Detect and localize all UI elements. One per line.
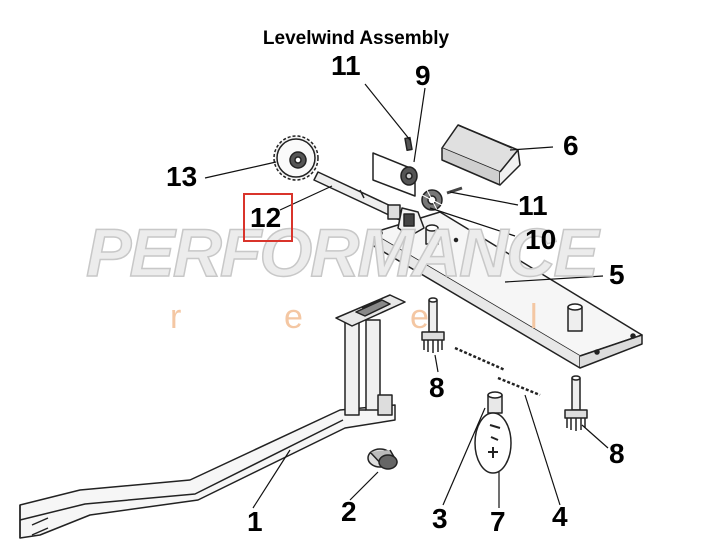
part-cam-block	[372, 136, 439, 245]
callout-6: 6	[563, 130, 579, 161]
part-cover	[441, 124, 521, 186]
callout-12: 12	[250, 202, 282, 233]
part-chains	[454, 346, 541, 397]
part-gear	[421, 189, 443, 211]
part-post-right	[564, 375, 588, 431]
callout-13: 13	[166, 161, 198, 192]
callout-3: 3	[432, 503, 448, 534]
watermark-performance: PERFORMANCE	[85, 215, 599, 291]
part-hardware-pack	[474, 412, 512, 474]
watermark-letter: e	[410, 298, 429, 336]
part-post-left	[421, 297, 445, 353]
callout-2: 2	[341, 496, 357, 527]
diagram-title: Levelwind Assembly	[262, 28, 450, 49]
callout-11-top: 11	[331, 50, 361, 81]
callout-1: 1	[247, 506, 263, 537]
watermark-letter: l	[530, 298, 538, 336]
part-nut	[487, 391, 503, 414]
callout-4: 4	[552, 501, 568, 532]
watermark-letter: e	[284, 298, 303, 336]
watermark-letter: r	[170, 298, 182, 336]
part-arm-frame	[19, 294, 406, 539]
part-sprocket	[273, 135, 319, 181]
leader-lines	[204, 83, 609, 509]
callout-11-right: 11	[518, 190, 548, 221]
callout-highlight-box	[243, 193, 293, 242]
callout-7: 7	[490, 506, 506, 537]
callout-10: 10	[525, 224, 557, 255]
part-bushing	[367, 448, 398, 470]
callout-5: 5	[609, 259, 625, 290]
callout-8-left: 8	[429, 372, 445, 403]
callout-9: 9	[415, 60, 431, 91]
part-screw-right	[446, 186, 463, 195]
callout-8-right: 8	[609, 438, 625, 469]
part-base-plate	[371, 211, 643, 369]
